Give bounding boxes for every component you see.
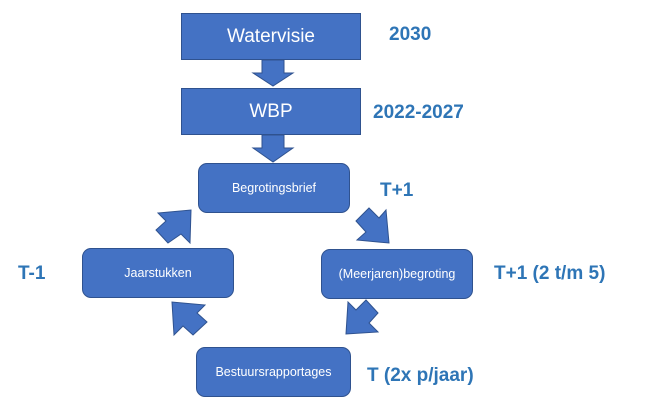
arrow-meerjarenbegroting-to-bestuursrapportages: [345, 299, 380, 335]
arrow-jaarstukken-to-begrotingsbrief: [155, 209, 192, 245]
label-jaarstukken-period: T-1: [18, 263, 46, 284]
node-watervisie: Watervisie: [181, 13, 361, 60]
node-wbp-label: WBP: [249, 100, 293, 122]
label-bestuursrapportages-period: T (2x p/jaar): [367, 365, 474, 386]
node-jaarstukken-label: Jaarstukken: [124, 266, 192, 280]
arrow-watervisie-to-wbp: [251, 59, 295, 87]
node-begrotingsbrief: Begrotingsbrief: [198, 163, 350, 213]
node-meerjarenbegroting-label: (Meerjaren)begroting: [338, 267, 456, 281]
arrow-begrotingsbrief-to-meerjarenbegroting: [355, 207, 390, 244]
arrow-bestuursrapportages-to-jaarstukken: [171, 301, 208, 337]
label-watervisie-year: 2030: [389, 24, 432, 45]
node-jaarstukken: Jaarstukken: [82, 248, 234, 298]
label-begrotingsbrief-period: T+1: [380, 180, 414, 201]
label-wbp-period: 2022-2027: [373, 102, 464, 123]
node-begrotingsbrief-label: Begrotingsbrief: [231, 181, 317, 195]
node-wbp: WBP: [181, 88, 361, 135]
node-watervisie-label: Watervisie: [227, 25, 315, 47]
node-bestuursrapportages-label: Bestuursrapportages: [215, 365, 332, 379]
node-bestuursrapportages: Bestuursrapportages: [196, 347, 351, 397]
label-meerjarenbegroting-period: T+1 (2 t/m 5): [494, 263, 606, 284]
node-meerjarenbegroting: (Meerjaren)begroting: [321, 249, 473, 299]
arrow-wbp-to-begrotingsbrief: [251, 134, 295, 163]
